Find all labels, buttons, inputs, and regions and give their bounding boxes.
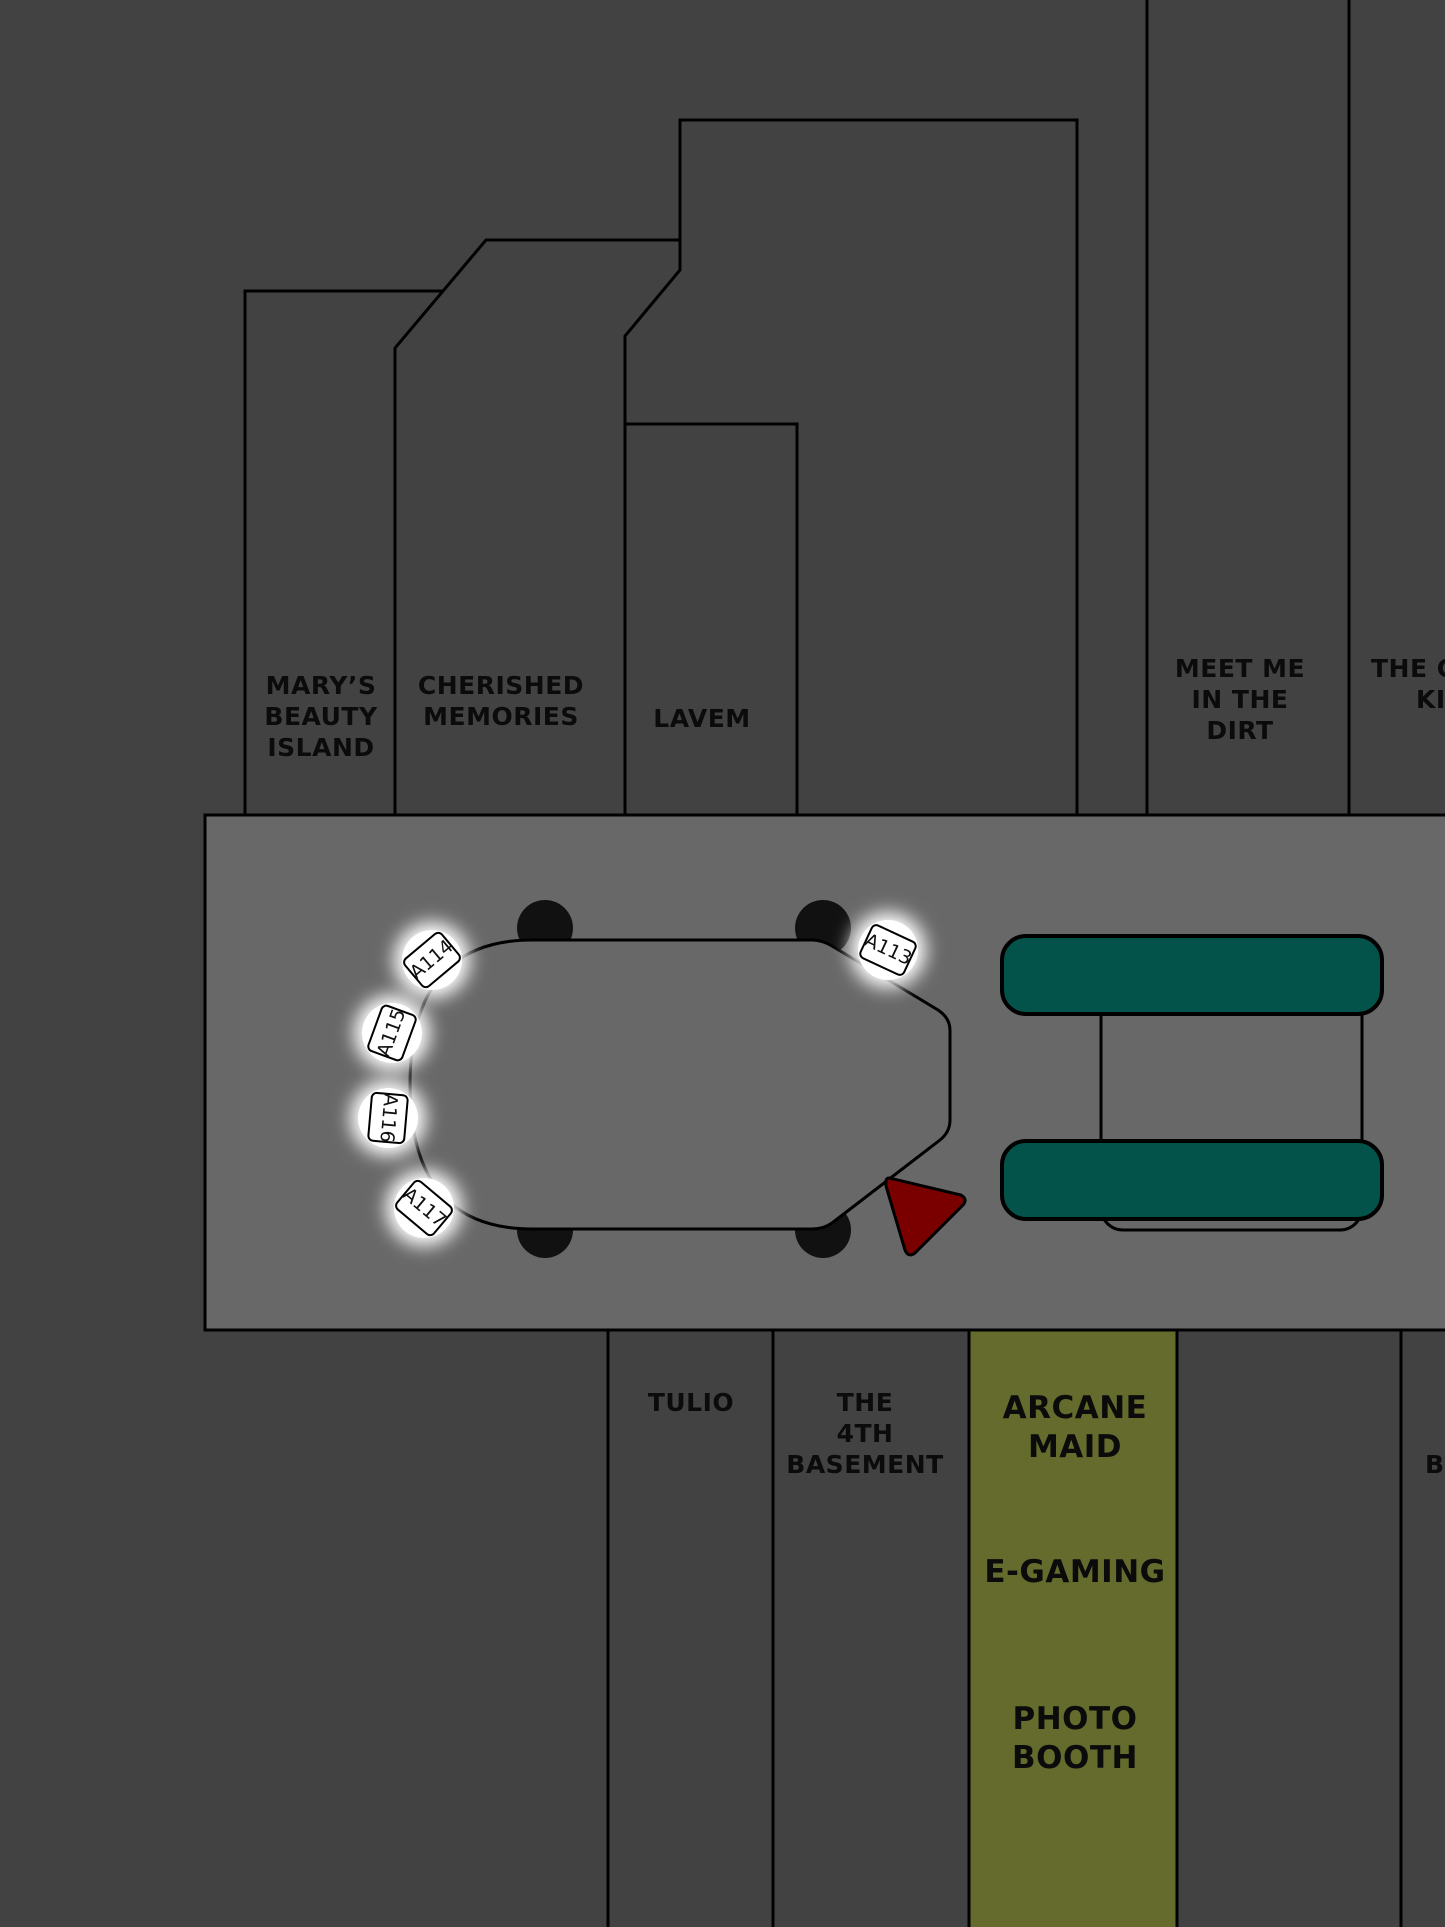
bench-top[interactable]	[1000, 934, 1384, 1016]
booth-label-marys-2[interactable]: BEAUTY	[264, 702, 378, 731]
booth-label-tulio[interactable]: TULIO	[648, 1388, 734, 1417]
seat-label-a116: A116	[375, 1093, 401, 1144]
booth-label-arcane-2[interactable]: MAID	[1028, 1429, 1122, 1465]
bench-set	[1000, 934, 1384, 1232]
booth-label-photo-1[interactable]: PHOTO	[1012, 1701, 1137, 1737]
seat-a115[interactable]: A115	[354, 995, 430, 1071]
bench-bottom[interactable]	[1000, 1139, 1384, 1221]
bottom-booth-labels: TULIO THE 4TH BASEMENT B ARCANE MAID E-G…	[648, 1388, 1445, 1776]
booth-label-cherished-2[interactable]: MEMORIES	[423, 702, 579, 731]
booth-label-egaming[interactable]: E-GAMING	[984, 1554, 1165, 1590]
bottom-booth-outlines	[606, 1330, 1403, 1927]
booth-label-basement-1[interactable]: THE	[837, 1388, 894, 1417]
booth-label-arcane-1[interactable]: ARCANE	[1003, 1390, 1148, 1426]
seat-a114[interactable]: A114	[394, 922, 470, 998]
seat-a113[interactable]: A113	[850, 912, 926, 988]
booth-label-marys-3[interactable]: ISLAND	[267, 733, 374, 762]
booth-label-marys-1[interactable]: MARY’S	[266, 671, 377, 700]
booth-label-photo-2[interactable]: BOOTH	[1012, 1740, 1138, 1776]
seat-a117[interactable]: A117	[386, 1170, 462, 1246]
booth-label-meetme-2[interactable]: IN THE	[1192, 685, 1289, 714]
booth-label-lavem[interactable]: LAVEM	[653, 704, 750, 733]
triangle-marker-icon	[884, 1176, 967, 1257]
seat-group: A113 A114 A115 A116	[350, 912, 926, 1246]
booth-label-basement-2[interactable]: 4TH	[837, 1419, 894, 1448]
booth-label-clipped-b[interactable]: B	[1425, 1450, 1445, 1479]
booth-label-meetme-1[interactable]: MEET ME	[1175, 654, 1305, 683]
booth-label-clipped-2[interactable]: KI	[1416, 685, 1445, 714]
seat-a116[interactable]: A116	[350, 1080, 426, 1156]
booth-label-clipped-1[interactable]: THE C	[1371, 654, 1445, 683]
booth-label-meetme-3[interactable]: DIRT	[1206, 716, 1273, 745]
booth-label-cherished-1[interactable]: CHERISHED	[418, 671, 584, 700]
top-booth-labels: MARY’S BEAUTY ISLAND CHERISHED MEMORIES …	[264, 654, 1445, 762]
highlight-booth-area[interactable]	[969, 1330, 1177, 1927]
top-booth-outlines	[243, 0, 1351, 815]
booth-label-basement-3[interactable]: BASEMENT	[786, 1450, 943, 1479]
display-table	[408, 938, 952, 1231]
